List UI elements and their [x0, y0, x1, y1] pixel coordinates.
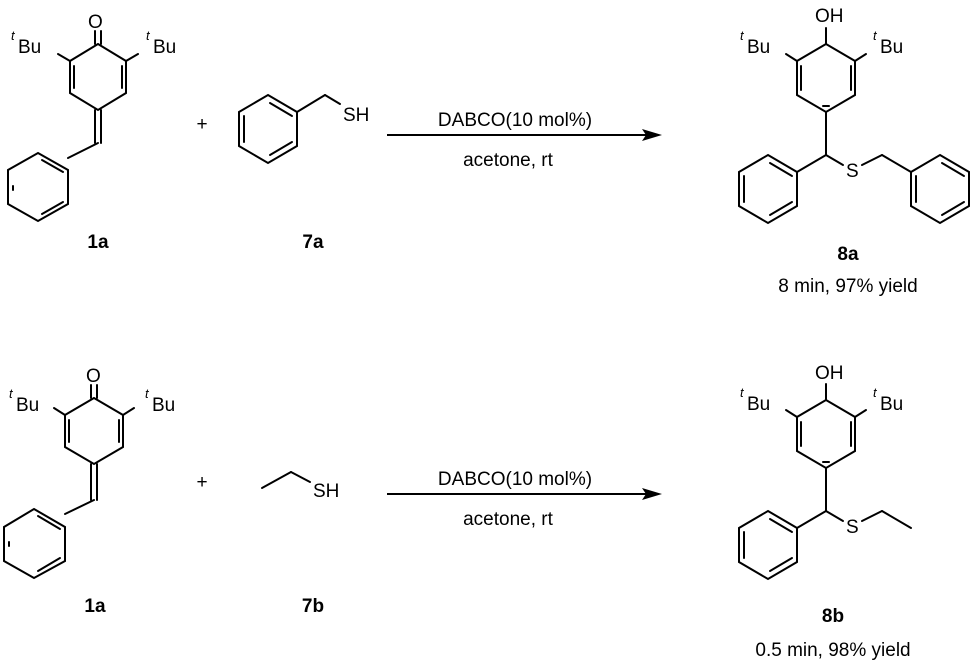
tert-butyl-superscript: t — [873, 28, 878, 43]
compound-label-7a: 7a — [302, 232, 324, 253]
tert-butyl-superscript: t — [740, 385, 745, 400]
thioether-product-structure-8a — [738, 27, 970, 225]
tert-butyl-superscript: t — [873, 385, 878, 400]
reaction-row-1: O t Bu t Bu 1a + SH 7a DABCO(10 mol%) ac… — [7, 6, 970, 297]
compound-label-7b: 7b — [302, 596, 324, 617]
carbonyl-oxygen-label: O — [86, 366, 101, 387]
tert-butyl-left-label: Bu — [747, 394, 770, 415]
tert-butyl-superscript: t — [146, 28, 151, 43]
reagent-label: DABCO(10 mol%) — [438, 110, 592, 131]
thioether-product-structure-8b — [738, 383, 912, 581]
tert-butyl-superscript: t — [145, 386, 150, 401]
tert-butyl-left-label: Bu — [18, 37, 41, 58]
tert-butyl-right-label: Bu — [880, 394, 903, 415]
tert-butyl-superscript: t — [11, 28, 16, 43]
thiol-sh-label: SH — [313, 481, 339, 502]
yield-text: 0.5 min, 98% yield — [755, 640, 910, 661]
tert-butyl-superscript: t — [740, 28, 745, 43]
solvent-label: acetone, rt — [463, 150, 553, 171]
compound-label-8b: 8b — [822, 606, 844, 627]
reaction-row-2: O t Bu t Bu 1a + SH 7b DABCO(10 mol%) ac… — [3, 363, 912, 661]
compound-label-1a: 1a — [87, 232, 109, 253]
solvent-label: acetone, rt — [463, 509, 553, 530]
plus-sign: + — [196, 472, 207, 493]
benzyl-thiol-structure-7a — [238, 93, 341, 165]
tert-butyl-superscript: t — [9, 386, 14, 401]
tert-butyl-left-label: Bu — [16, 395, 39, 416]
carbonyl-oxygen-label: O — [88, 12, 103, 33]
hydroxyl-label: OH — [815, 6, 844, 27]
arrow-head — [642, 129, 662, 141]
tert-butyl-right-label: Bu — [880, 37, 903, 58]
quinone-methide-structure-1a — [7, 30, 139, 223]
tert-butyl-left-label: Bu — [747, 37, 770, 58]
sulfur-label: S — [846, 517, 859, 538]
arrow-head — [642, 488, 662, 500]
hydroxyl-label: OH — [815, 363, 844, 384]
reagent-label: DABCO(10 mol%) — [438, 469, 592, 490]
ethanethiol-structure-7b — [261, 471, 311, 489]
thiol-sh-label: SH — [343, 105, 369, 126]
tert-butyl-right-label: Bu — [152, 395, 175, 416]
sulfur-label: S — [846, 161, 859, 182]
tert-butyl-right-label: Bu — [153, 37, 176, 58]
compound-label-8a: 8a — [837, 244, 859, 265]
plus-sign: + — [196, 114, 207, 135]
yield-text: 8 min, 97% yield — [778, 276, 917, 297]
quinone-methide-structure-1a — [3, 384, 135, 580]
compound-label-1a: 1a — [84, 596, 106, 617]
